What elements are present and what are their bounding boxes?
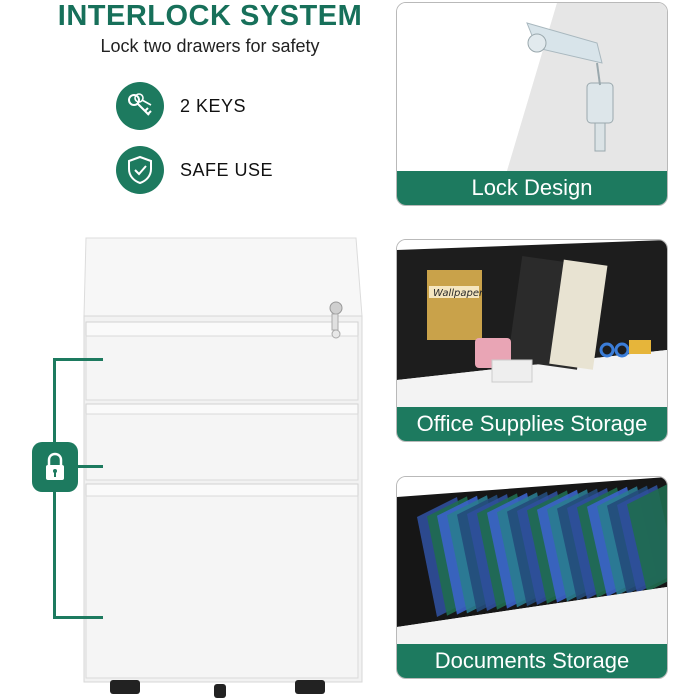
lock-closeup-image bbox=[397, 3, 667, 171]
panel-documents-storage: Documents Storage bbox=[396, 476, 668, 679]
bracket-middle-line bbox=[53, 465, 103, 468]
bracket-top-line bbox=[53, 358, 103, 361]
page-subtitle: Lock two drawers for safety bbox=[100, 36, 320, 56]
office-supplies-image: Wallpaper bbox=[397, 240, 667, 407]
bracket-bottom-line bbox=[53, 616, 103, 619]
panel-lock-design: Lock Design bbox=[396, 2, 668, 206]
documents-folders-image bbox=[397, 477, 667, 644]
shield-check-icon bbox=[116, 146, 164, 194]
caption-office-supplies: Office Supplies Storage bbox=[397, 407, 667, 441]
feature-keys: 2 KEYS bbox=[116, 82, 246, 130]
page-title: INTERLOCK SYSTEM bbox=[57, 0, 363, 32]
panel-office-supplies: Wallpaper Office Supplies Storage bbox=[396, 239, 668, 442]
feature-keys-label: 2 KEYS bbox=[180, 95, 247, 116]
padlock-icon bbox=[32, 442, 78, 492]
feature-safe-use: SAFE USE bbox=[116, 146, 273, 194]
hanging-folder bbox=[627, 484, 667, 592]
filing-cabinet-image bbox=[83, 237, 363, 698]
caption-lock-design: Lock Design bbox=[397, 171, 667, 205]
caption-documents-storage: Documents Storage bbox=[397, 644, 667, 678]
keys-icon bbox=[116, 82, 164, 130]
magazine-title: Wallpaper bbox=[433, 288, 484, 299]
feature-safe-use-label: SAFE USE bbox=[180, 159, 274, 180]
